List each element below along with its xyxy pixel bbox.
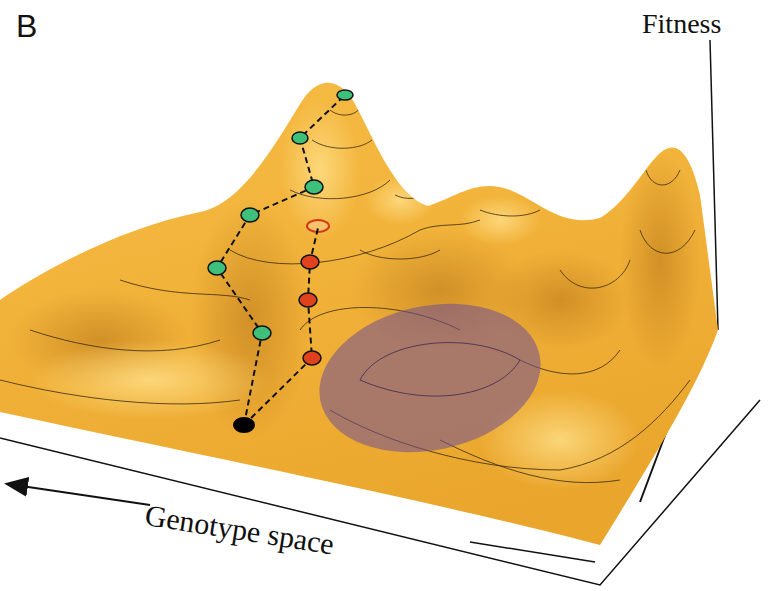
axis-line — [470, 542, 595, 562]
red-dots — [299, 255, 321, 365]
green-path — [217, 95, 345, 425]
panel-letter: B — [16, 8, 37, 45]
axis-label: Genotype space — [143, 498, 337, 561]
red-path — [244, 228, 318, 425]
green-dots — [208, 90, 353, 340]
axis-arrow — [8, 484, 150, 505]
axis-label: Fitness — [642, 8, 721, 40]
start-dot — [233, 417, 255, 433]
purple-region — [305, 284, 554, 471]
